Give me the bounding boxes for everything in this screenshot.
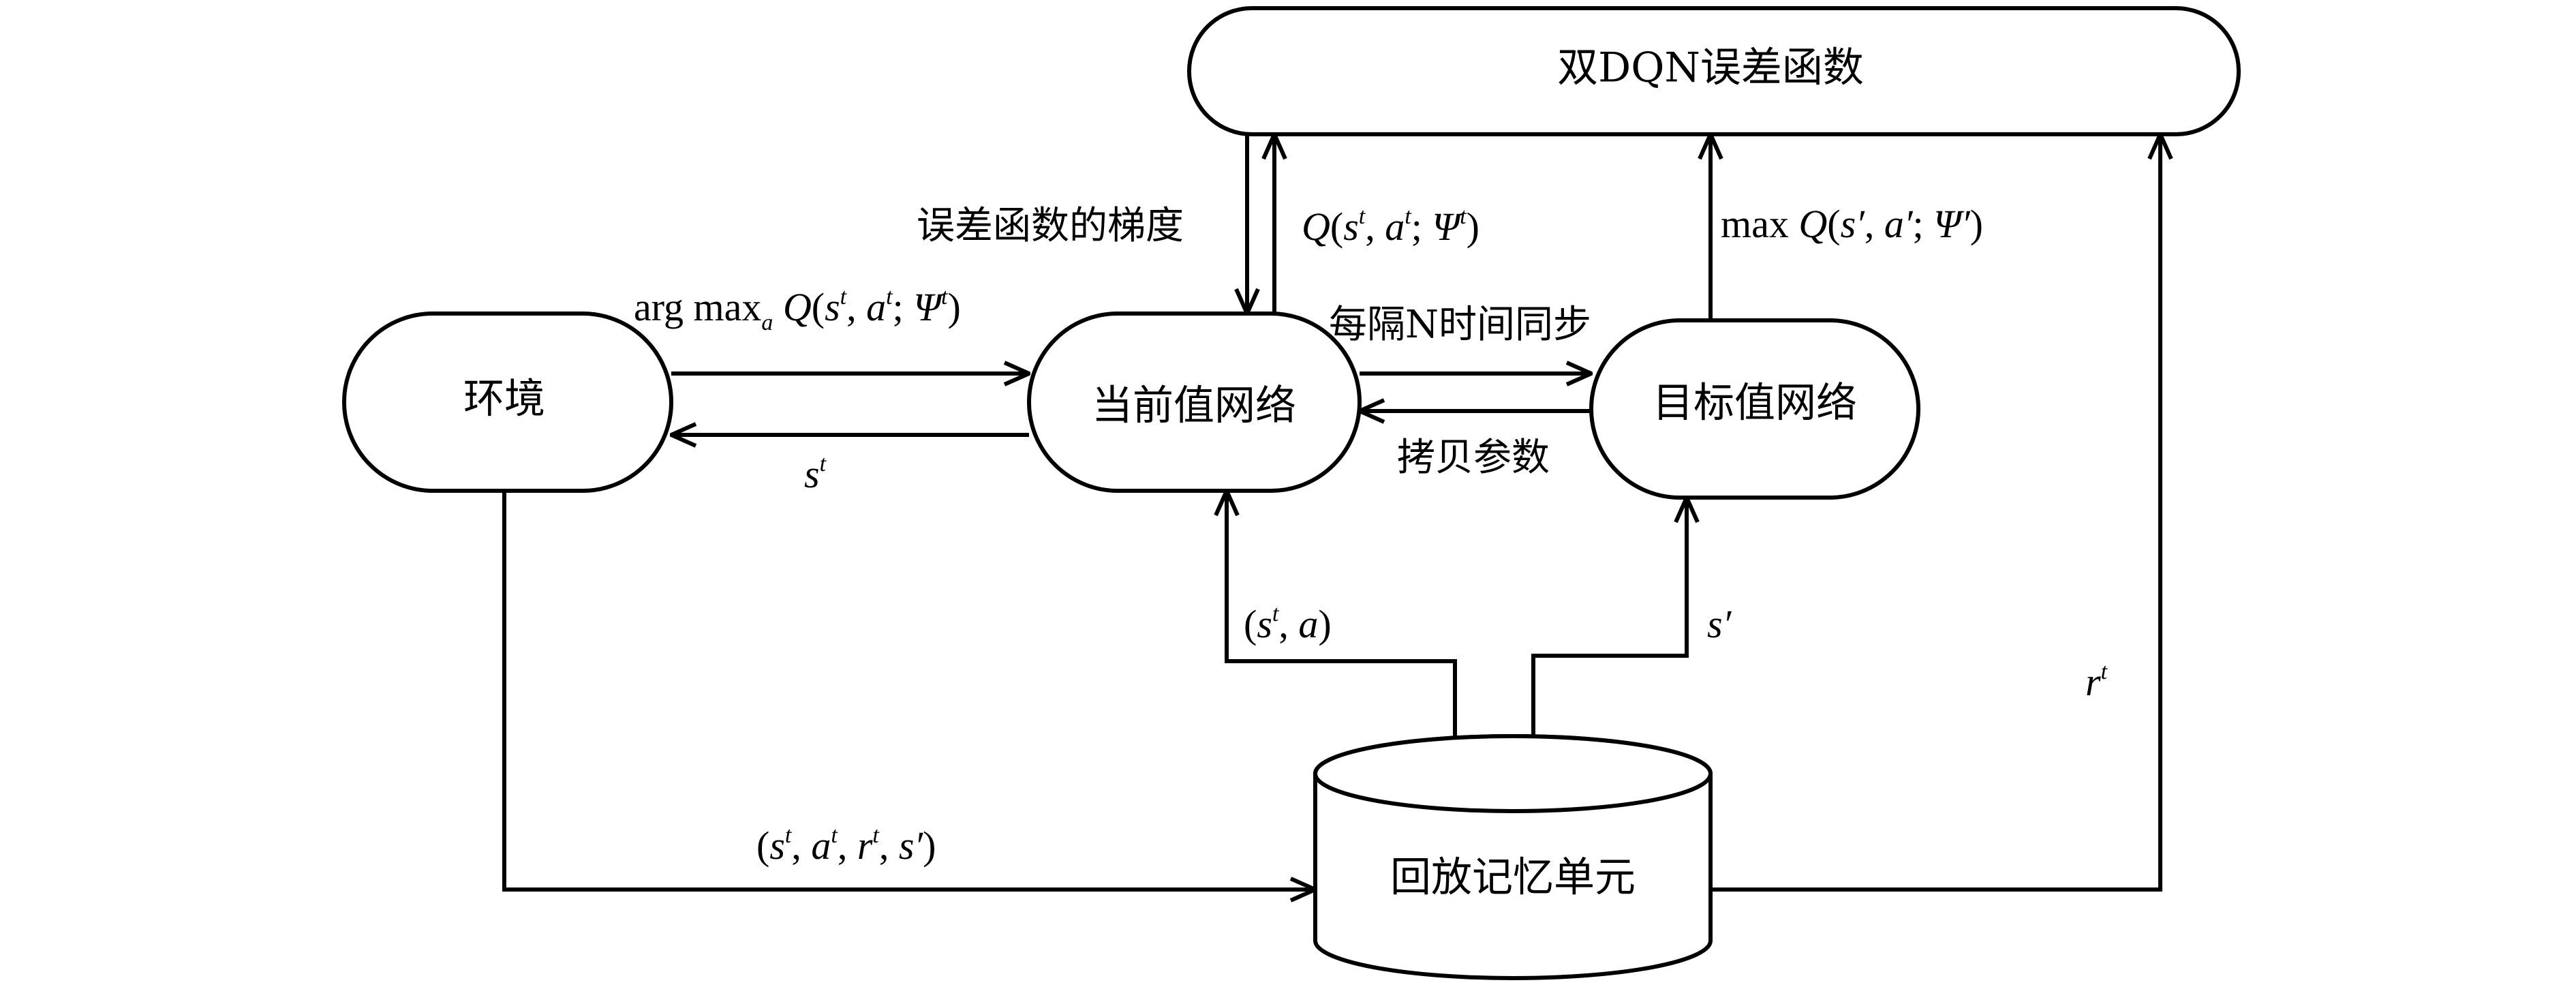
current-network-label: 当前值网络: [1092, 382, 1296, 430]
argmax-label: arg maxa Q(st, at; Ψt): [634, 284, 961, 335]
target-network-node: 目标值网络: [1589, 318, 1920, 500]
replay-to-target-arrow: [1531, 498, 1687, 736]
sync-label: 每隔N时间同步: [1329, 303, 1591, 347]
error-function-node: 双DQN误差函数: [1187, 6, 2241, 136]
copy-params-label: 拷贝参数: [1397, 436, 1550, 480]
environment-node: 环境: [342, 312, 673, 493]
replay-memory-node: 回放记忆单元: [1313, 734, 1713, 980]
transition-label: (st, at, rt, s′): [756, 823, 936, 868]
environment-label: 环境: [463, 376, 545, 423]
current-network-node: 当前值网络: [1027, 312, 1362, 493]
state-label: st: [804, 451, 827, 496]
target-network-label: 目标值网络: [1653, 380, 1857, 427]
q-current-label: Q(st, at; Ψt): [1302, 204, 1479, 249]
q-target-label: max Q(s′, a′; Ψ′): [1721, 202, 1983, 246]
connections: [502, 134, 2160, 892]
replay-to-current-arrow: [1227, 491, 1457, 736]
error-function-label: 双DQN误差函数: [1557, 44, 1864, 92]
reward-arrow: [1711, 134, 2160, 892]
replay-memory-label: 回放记忆单元: [1390, 854, 1636, 902]
sa-label: (st, a): [1244, 601, 1332, 646]
sprime-label: s′: [1707, 602, 1732, 646]
gradient-label: 误差函数的梯度: [917, 204, 1184, 248]
env-to-replay-arrow: [502, 491, 1315, 890]
reward-label: rt: [2085, 659, 2109, 704]
